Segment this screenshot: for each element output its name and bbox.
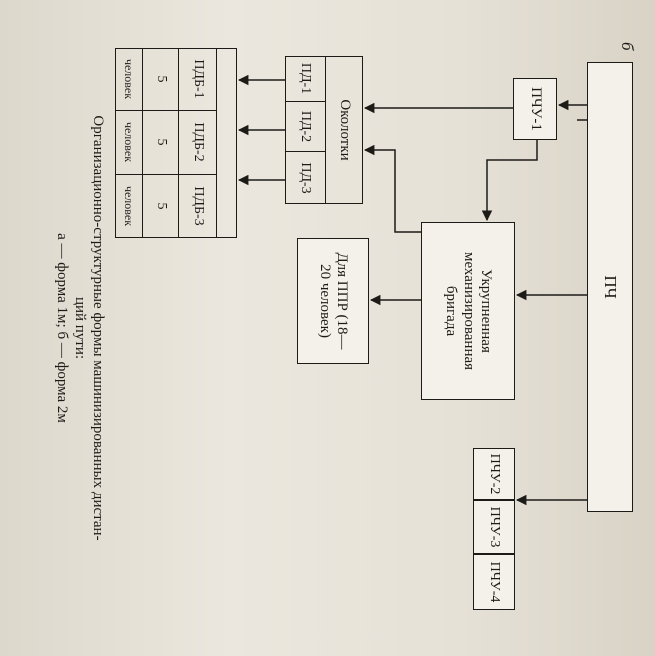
arrow-pch-to-pchu1 <box>559 105 587 121</box>
arrow-pchu1-to-brigade <box>481 140 538 222</box>
figure-caption: Организационно-структурные формы машиниз… <box>53 6 107 650</box>
caption-line-2: ций пути: <box>72 296 88 360</box>
arrow-brigade-to-okolotki <box>363 144 421 233</box>
caption-line-1: Организационно-структурные формы машиниз… <box>90 115 106 541</box>
caption-line-3: а — форма 1м; б — форма 2м <box>54 233 70 423</box>
